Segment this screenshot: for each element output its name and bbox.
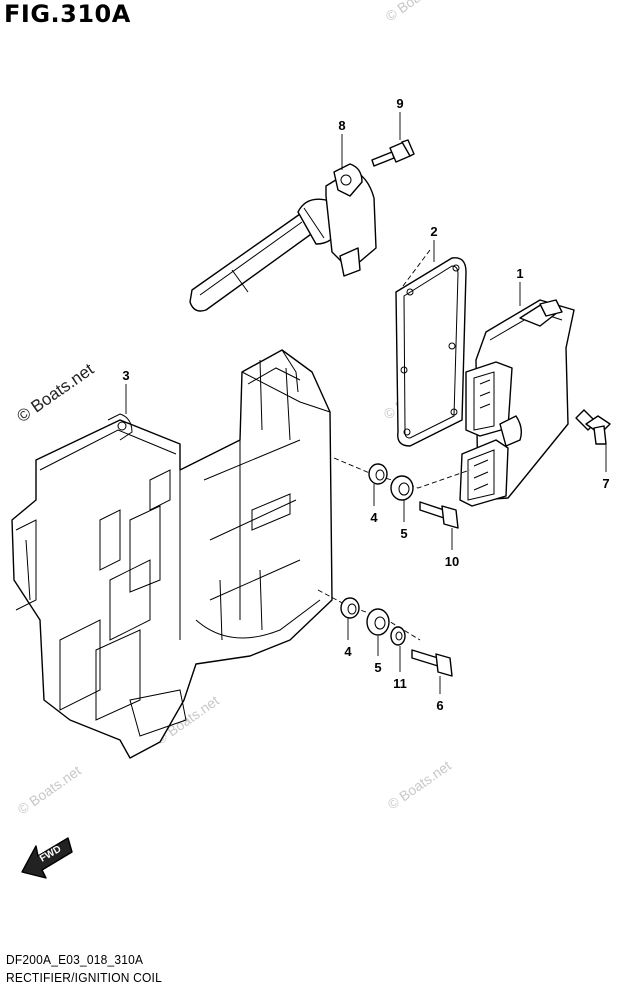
callout-number: 7 bbox=[602, 476, 609, 491]
bolt-10 bbox=[419, 501, 459, 529]
alignment-line bbox=[317, 589, 421, 641]
washer-11 bbox=[390, 626, 406, 646]
rectifier bbox=[459, 299, 575, 507]
bracket bbox=[11, 349, 333, 759]
figure-code: DF200A_E03_018_310A bbox=[6, 952, 144, 968]
gasket bbox=[395, 257, 467, 447]
watermark: © Boats.net bbox=[385, 757, 454, 812]
grommet-4-lower bbox=[340, 597, 360, 619]
fwd-arrow-icon: FWD bbox=[21, 837, 73, 879]
callout-number: 4 bbox=[344, 644, 352, 659]
bolt-7 bbox=[575, 409, 611, 445]
ignition-coil bbox=[189, 163, 377, 312]
collar-5-lower bbox=[366, 608, 390, 636]
callout-number: 11 bbox=[393, 676, 407, 691]
callout-number: 9 bbox=[396, 96, 403, 111]
callout-number: 1 bbox=[516, 266, 523, 281]
callout-number: 8 bbox=[338, 118, 345, 133]
collar-5-upper bbox=[390, 475, 414, 501]
callout-number: 6 bbox=[436, 698, 443, 713]
callout-number: 5 bbox=[374, 660, 381, 675]
callout-number: 3 bbox=[122, 368, 129, 383]
watermark: © Boats.net bbox=[383, 0, 452, 24]
figure-caption: RECTIFIER/IGNITION COIL bbox=[6, 970, 162, 986]
grommet-4-upper bbox=[368, 463, 388, 485]
callout-number: 5 bbox=[400, 526, 407, 541]
bolt-6 bbox=[411, 649, 453, 677]
callout-number: 4 bbox=[370, 510, 378, 525]
callout-number: 2 bbox=[430, 224, 437, 239]
alignment-line bbox=[399, 249, 431, 291]
figure-title: FIG.310A bbox=[4, 0, 131, 28]
watermark: © Boats.net bbox=[15, 762, 84, 817]
watermark: © Boats.net bbox=[13, 359, 97, 426]
callout-number: 10 bbox=[445, 554, 459, 569]
bolt-9 bbox=[371, 139, 415, 167]
